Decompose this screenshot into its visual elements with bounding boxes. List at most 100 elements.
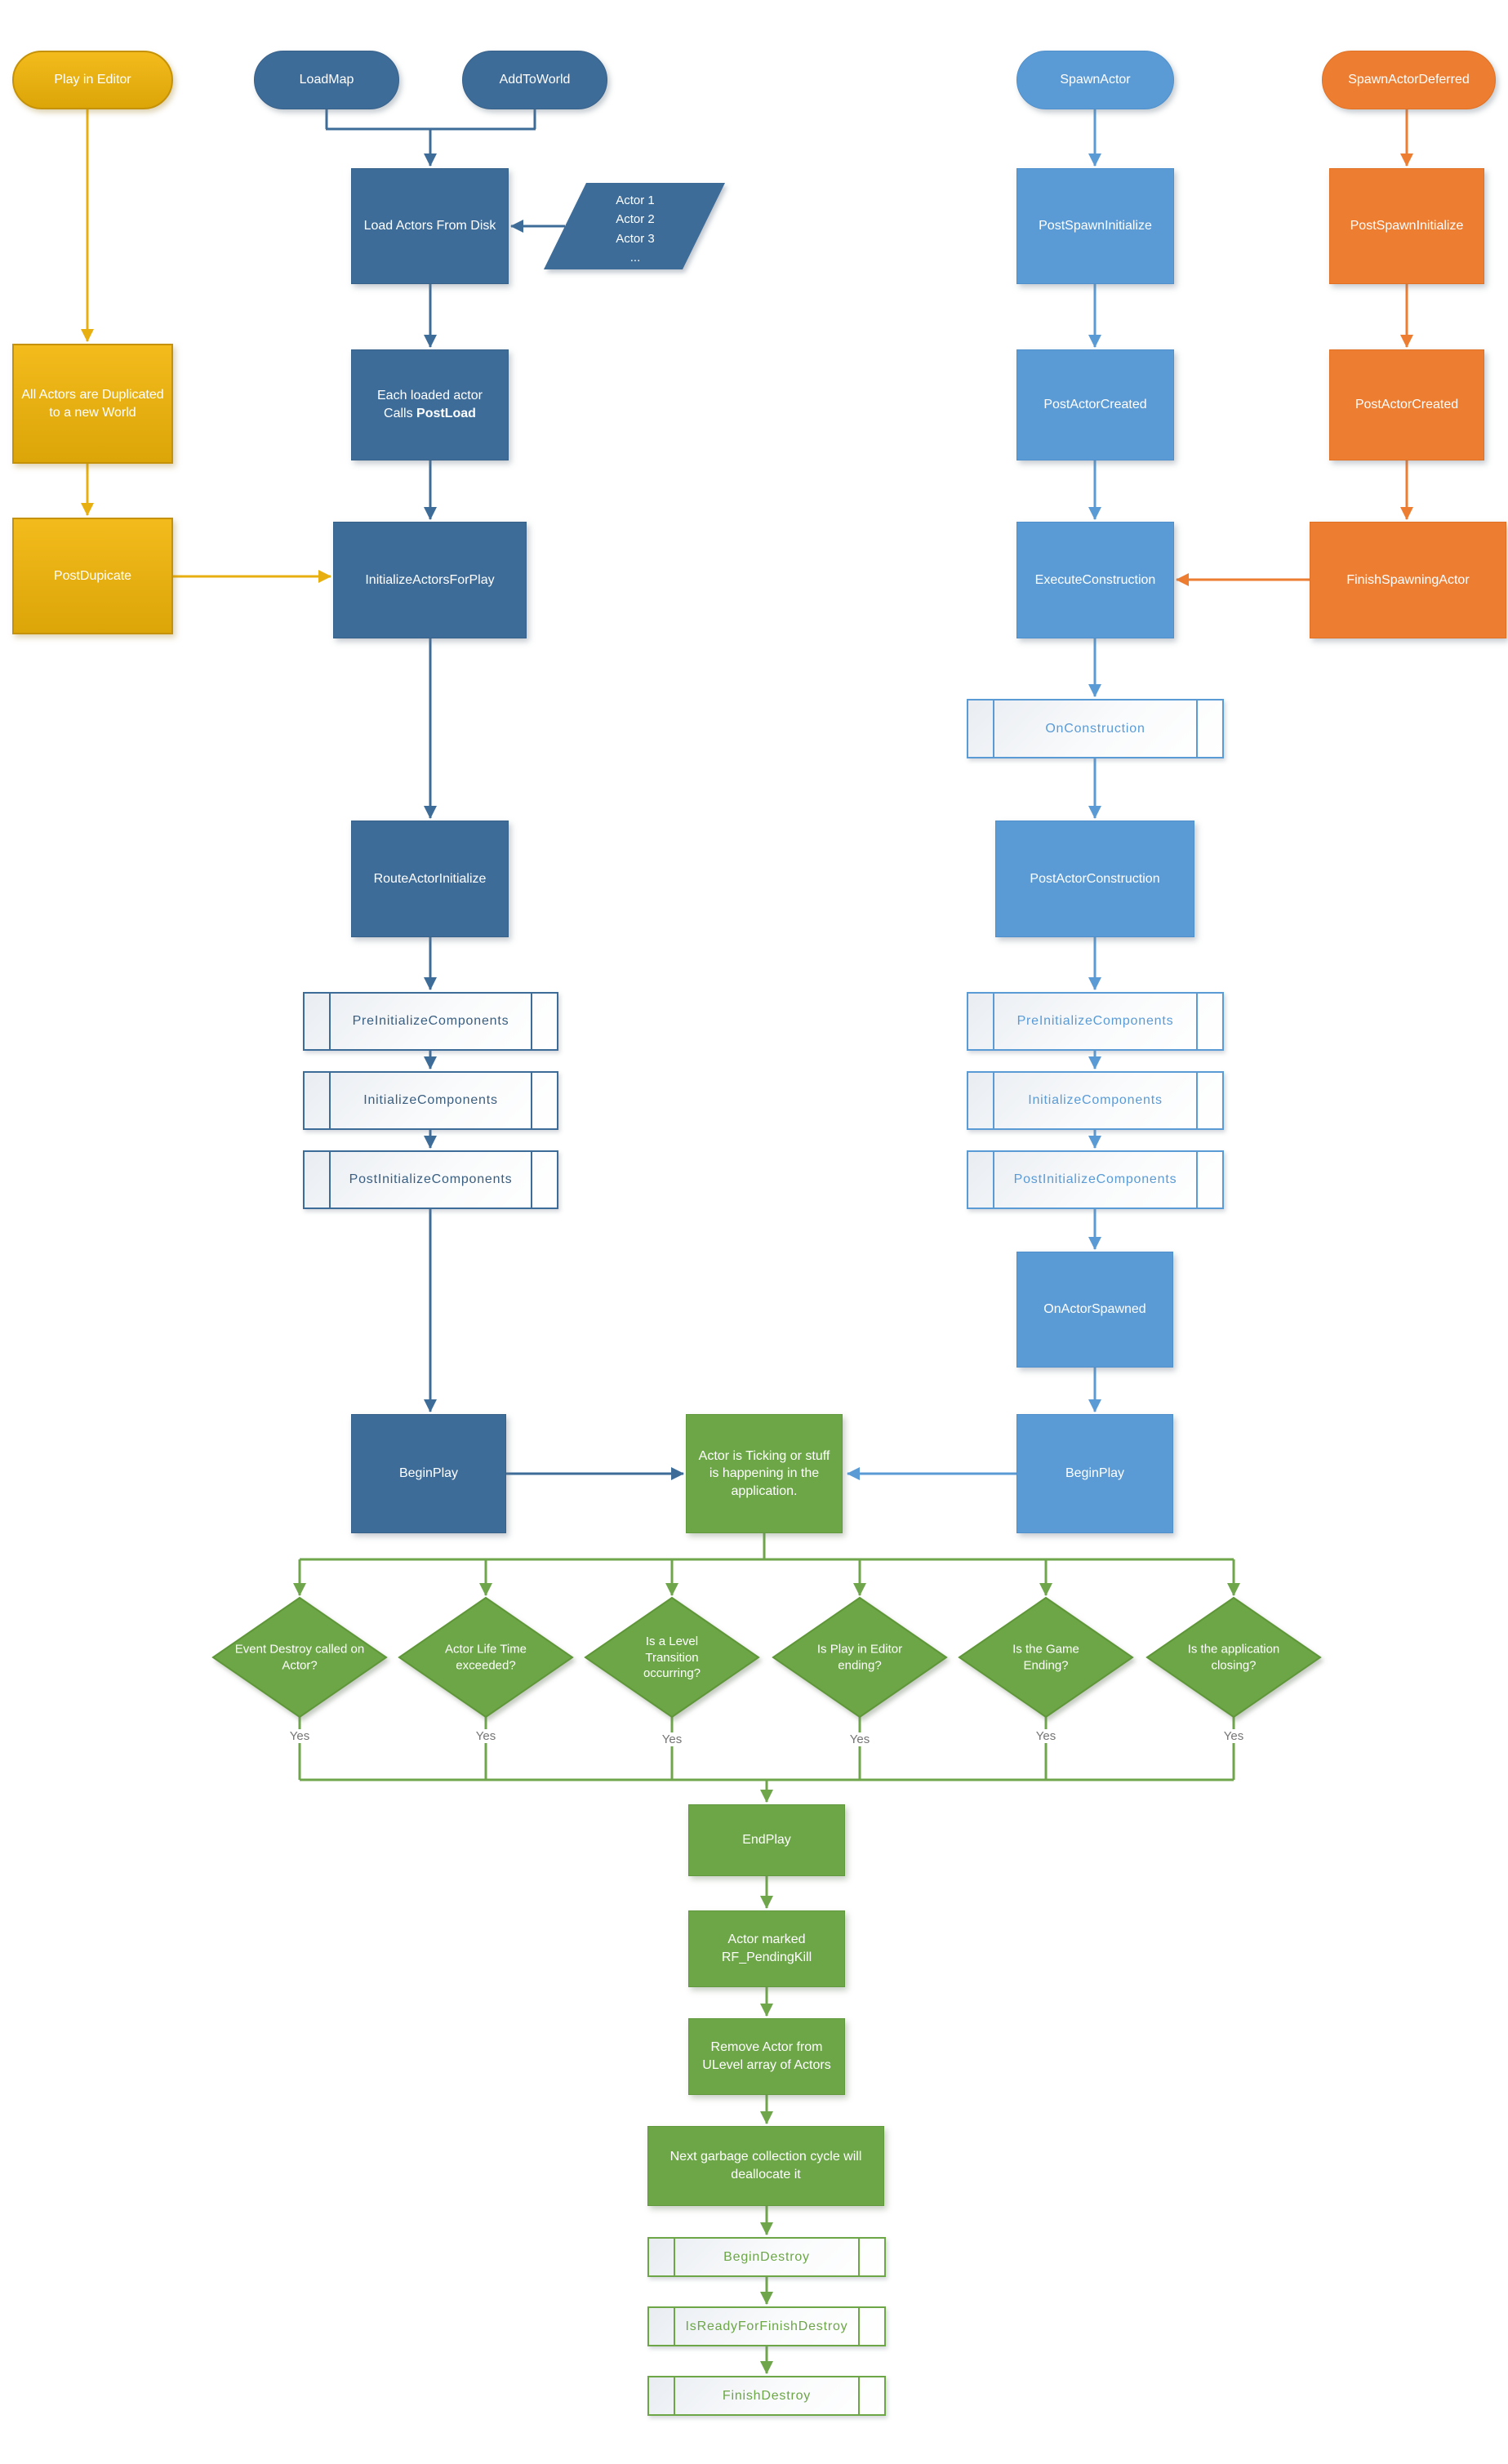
node-pre-initialize-components-right: PreInitializeComponents	[967, 992, 1224, 1051]
decision-life-time-label: Actor Life Time exceeded?	[444, 1642, 527, 1673]
node-post-dupicate: PostDupicate	[12, 518, 173, 634]
node-begin-play-left: BeginPlay	[351, 1414, 506, 1533]
node-end-play: EndPlay	[688, 1804, 845, 1876]
node-post-actor-created-orange-label: PostActorCreated	[1355, 398, 1459, 412]
node-finish-destroy-label: FinishDestroy	[722, 2388, 812, 2403]
node-spawn-actor-label: SpawnActor	[1060, 73, 1131, 87]
node-initialize-actors-for-play: InitializeActorsForPlay	[333, 522, 527, 638]
node-each-loaded-actor-line2: Calls PostLoad	[384, 407, 476, 420]
diamond-event-destroy	[211, 1596, 388, 1719]
diamond-life-time	[398, 1596, 574, 1719]
yes-label-1: Yes	[283, 1729, 316, 1743]
node-pre-initialize-components-left-label: PreInitializeComponents	[352, 1014, 509, 1028]
decision-app-closing-label: Is the application closing?	[1187, 1642, 1280, 1673]
node-begin-play-right: BeginPlay	[1016, 1414, 1173, 1533]
node-initialize-components-right-label: InitializeComponents	[1028, 1093, 1163, 1107]
yes-label-3: Yes	[656, 1732, 688, 1746]
decision-event-destroy-label: Event Destroy called on Actor?	[234, 1642, 365, 1673]
node-post-dupicate-label: PostDupicate	[53, 568, 132, 583]
node-begin-play-right-label: BeginPlay	[1065, 1466, 1125, 1481]
decision-level-transition-label: Is a Level Transition occurring?	[643, 1634, 701, 1680]
actor-list-parallelogram	[544, 183, 725, 269]
node-on-actor-spawned-label: OnActorSpawned	[1043, 1302, 1146, 1317]
node-actor-list-label: Actor 1 Actor 2 Actor 3 ...	[616, 193, 655, 265]
node-remove-actor-from-ulevel: Remove Actor from ULevel array of Actors	[688, 2018, 845, 2095]
node-begin-play-left-label: BeginPlay	[398, 1466, 459, 1481]
green-connectors	[293, 1532, 1240, 2374]
node-all-actors-duplicated: All Actors are Duplicated to a new World	[12, 344, 173, 464]
node-post-spawn-initialize-blue-label: PostSpawnInitialize	[1039, 219, 1152, 234]
node-pre-initialize-components-right-label: PreInitializeComponents	[1016, 1014, 1174, 1028]
node-remove-actor-from-ulevel-label: Remove Actor from ULevel array of Actors	[702, 2040, 831, 2072]
node-execute-construction-label: ExecuteConstruction	[1034, 572, 1156, 587]
node-initialize-actors-for-play-label: InitializeActorsForPlay	[365, 572, 495, 587]
node-post-actor-created-blue: PostActorCreated	[1016, 349, 1174, 460]
node-is-ready-for-finish-destroy: IsReadyForFinishDestroy	[647, 2306, 886, 2346]
node-initialize-components-left: InitializeComponents	[303, 1071, 558, 1130]
node-finish-destroy: FinishDestroy	[647, 2376, 886, 2416]
node-pre-initialize-components-left: PreInitializeComponents	[303, 992, 558, 1051]
node-play-in-editor-label: Play in Editor	[54, 73, 131, 87]
node-begin-destroy: BeginDestroy	[647, 2237, 886, 2277]
node-actor-marked-pending-kill: Actor marked RF_PendingKill	[688, 1910, 845, 1987]
medium-blue-connectors	[847, 109, 1101, 1480]
node-add-to-world: AddToWorld	[462, 51, 607, 109]
node-begin-destroy-label: BeginDestroy	[723, 2249, 810, 2264]
node-post-initialize-components-right: PostInitializeComponents	[967, 1150, 1224, 1209]
node-spawn-actor: SpawnActor	[1016, 51, 1174, 109]
node-execute-construction: ExecuteConstruction	[1016, 522, 1174, 638]
diamond-game-ending	[958, 1596, 1134, 1719]
node-on-construction: OnConstruction	[967, 699, 1224, 758]
node-next-garbage-collection: Next garbage collection cycle will deall…	[647, 2126, 884, 2206]
node-post-spawn-initialize-orange: PostSpawnInitialize	[1329, 168, 1484, 284]
node-load-actors-from-disk-label: Load Actors From Disk	[363, 219, 496, 234]
node-route-actor-initialize: RouteActorInitialize	[351, 821, 509, 937]
orange-connectors	[1176, 109, 1413, 586]
node-spawn-actor-deferred: SpawnActorDeferred	[1322, 51, 1496, 109]
node-route-actor-initialize-label: RouteActorInitialize	[373, 871, 487, 886]
diamond-level-transition	[584, 1596, 760, 1719]
node-post-actor-created-blue-label: PostActorCreated	[1043, 398, 1147, 412]
node-post-initialize-components-left-label: PostInitializeComponents	[349, 1172, 513, 1186]
node-post-actor-created-orange: PostActorCreated	[1329, 349, 1484, 460]
gold-connectors	[81, 109, 331, 583]
node-post-actor-construction: PostActorConstruction	[995, 821, 1194, 937]
decision-game-ending-label: Is the Game Ending?	[1012, 1642, 1079, 1673]
yes-label-2: Yes	[469, 1729, 502, 1743]
node-on-construction-label: OnConstruction	[1045, 721, 1145, 736]
node-spawn-actor-deferred-label: SpawnActorDeferred	[1348, 73, 1470, 87]
node-post-actor-construction-label: PostActorConstruction	[1030, 871, 1160, 886]
decision-diamonds	[211, 1596, 1322, 1719]
node-actor-ticking: Actor is Ticking or stuff is happening i…	[686, 1414, 843, 1533]
node-post-spawn-initialize-blue: PostSpawnInitialize	[1016, 168, 1174, 284]
node-load-map: LoadMap	[254, 51, 399, 109]
node-next-garbage-collection-label: Next garbage collection cycle will deall…	[669, 2150, 862, 2182]
yes-label-5: Yes	[1030, 1729, 1062, 1743]
node-is-ready-for-finish-destroy-label: IsReadyForFinishDestroy	[685, 2319, 848, 2333]
node-load-map-label: LoadMap	[299, 73, 354, 87]
node-end-play-label: EndPlay	[742, 1833, 791, 1848]
node-post-initialize-components-left: PostInitializeComponents	[303, 1150, 558, 1209]
yes-label-4: Yes	[843, 1732, 876, 1746]
node-post-initialize-components-right-label: PostInitializeComponents	[1013, 1172, 1177, 1186]
node-each-loaded-actor-line1: Each loaded actor	[377, 389, 483, 403]
node-each-loaded-actor: Each loaded actor Calls PostLoad	[351, 349, 509, 460]
node-finish-spawning-actor-label: FinishSpawningActor	[1346, 572, 1470, 587]
node-actor-marked-pending-kill-label: Actor marked RF_PendingKill	[721, 1933, 812, 1964]
node-all-actors-duplicated-label: All Actors are Duplicated to a new World	[21, 387, 164, 420]
decision-pie-ending-label: Is Play in Editor ending?	[816, 1642, 903, 1673]
dark-blue-connectors	[325, 109, 684, 1480]
yes-label-6: Yes	[1217, 1729, 1250, 1743]
node-post-spawn-initialize-orange-label: PostSpawnInitialize	[1350, 219, 1464, 234]
node-actor-ticking-label: Actor is Ticking or stuff is happening i…	[698, 1448, 830, 1498]
diamond-pie-ending	[772, 1596, 948, 1719]
node-on-actor-spawned: OnActorSpawned	[1016, 1252, 1173, 1368]
node-load-actors-from-disk: Load Actors From Disk	[351, 168, 509, 284]
diamond-app-closing	[1145, 1596, 1322, 1719]
node-initialize-components-right: InitializeComponents	[967, 1071, 1224, 1130]
node-play-in-editor: Play in Editor	[12, 51, 173, 109]
node-finish-spawning-actor: FinishSpawningActor	[1310, 522, 1506, 638]
node-add-to-world-label: AddToWorld	[499, 73, 571, 87]
